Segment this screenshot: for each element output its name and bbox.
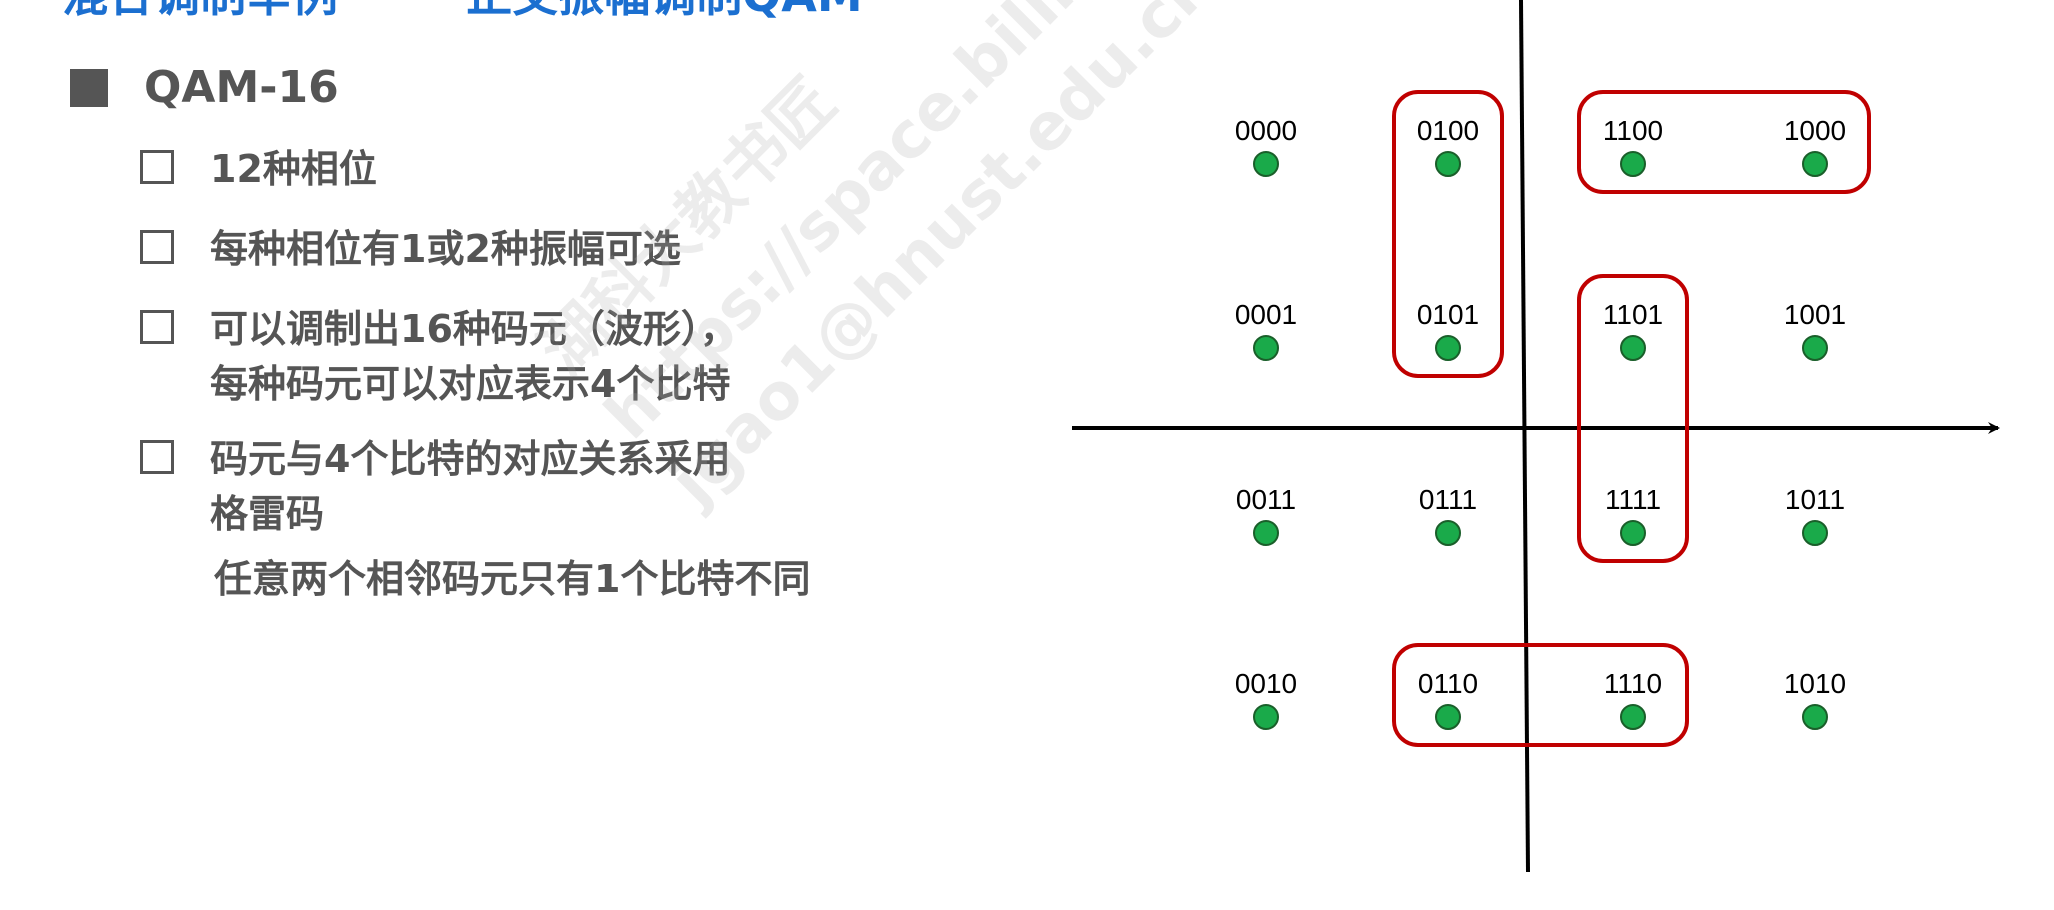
sub-bullet-text: 每种码元可以对应表示4个比特 [210,362,731,406]
hollow-square-bullet-icon [140,440,174,474]
constellation-point [1620,520,1646,546]
point-label: 0000 [1235,115,1297,146]
point-label: 0111 [1419,484,1477,515]
constellation-point [1253,335,1279,361]
constellation-point [1802,151,1828,177]
gray-code-group-box [1577,274,1689,563]
bullet-qam16: QAM-16 [70,62,339,113]
constellation-point [1435,335,1461,361]
sub-bullet-text: 码元与4个比特的对应关系采用 [210,437,731,481]
hollow-square-bullet-icon [140,230,174,264]
constellation-point [1620,704,1646,730]
point-label: 0100 [1417,115,1479,146]
hollow-square-bullet-icon [140,150,174,184]
sub-bullet-4: 码元与4个比特的对应关系采用 格雷码 [140,432,730,542]
constellation-point [1435,520,1461,546]
point-label: 1001 [1784,299,1846,330]
constellation-point [1435,151,1461,177]
sub-bullet-1: 12种相位 [140,142,377,197]
gray-code-group-box [1577,90,1871,194]
constellation-point [1435,704,1461,730]
gray-code-note: 任意两个相邻码元只有1个比特不同 [214,557,811,601]
point-label: 1010 [1784,668,1846,699]
constellation-point [1253,520,1279,546]
point-label: 0001 [1235,299,1297,330]
vertical-axis [1519,0,1530,873]
slide-title: 混合调制举例 正交振幅调制QAM [62,0,863,18]
constellation-point [1253,704,1279,730]
gray-code-group-box [1392,643,1689,747]
sub-bullet-text: 12种相位 [210,147,377,191]
point-label: 0110 [1418,668,1478,699]
point-label: 1100 [1603,115,1663,146]
sub-bullet-2: 每种相位有1或2种振幅可选 [140,222,681,277]
bullet-label: QAM-16 [144,62,339,113]
sub-bullet-3: 可以调制出16种码元（波形）， 每种码元可以对应表示4个比特 [140,302,738,412]
hollow-square-bullet-icon [140,310,174,344]
constellation-point [1802,520,1828,546]
filled-square-bullet-icon [70,68,108,107]
point-label: 1011 [1785,484,1845,515]
constellation-point [1620,335,1646,361]
point-label: 0010 [1235,668,1297,699]
constellation-point [1802,335,1828,361]
point-label: 1000 [1784,115,1846,146]
point-label: 0011 [1236,484,1296,515]
constellation-point [1620,151,1646,177]
constellation-point [1802,704,1828,730]
point-label: 0101 [1417,299,1479,330]
point-label: 1110 [1604,668,1662,699]
sub-bullet-text: 每种相位有1或2种振幅可选 [210,227,681,271]
sub-bullet-text: 格雷码 [210,492,325,536]
sub-bullet-text: 可以调制出16种码元（波形）， [210,307,738,351]
point-label: 1111 [1605,484,1661,515]
point-label: 1101 [1603,299,1663,330]
constellation-point [1253,151,1279,177]
gray-code-group-box [1392,90,1504,378]
